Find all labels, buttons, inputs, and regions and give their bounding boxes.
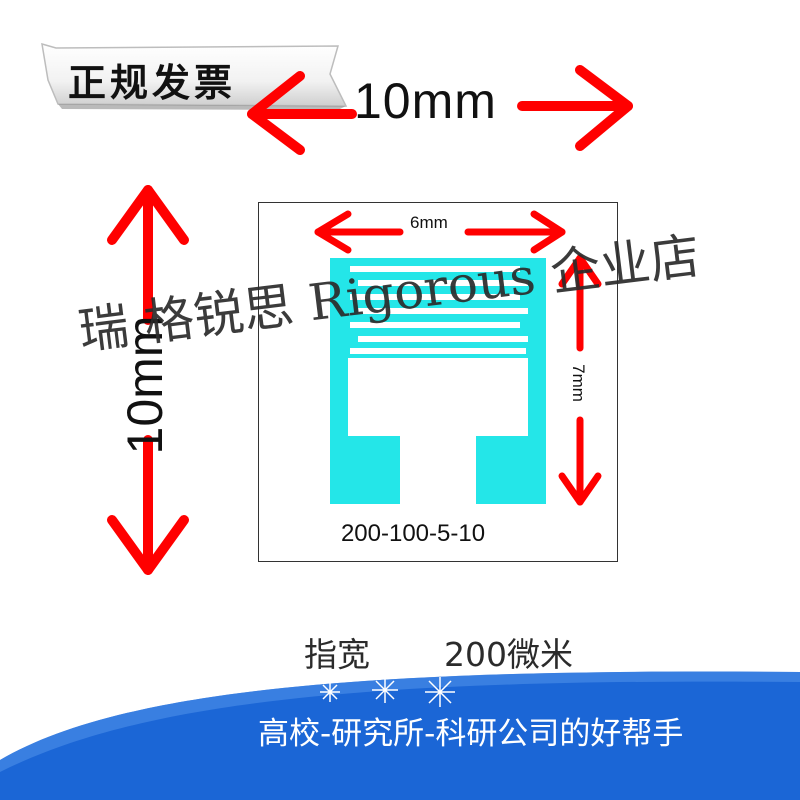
grid-height-arrow xyxy=(558,254,602,506)
slogan-text: 高校-研究所-科研公司的好帮手 xyxy=(258,716,684,752)
finger-width-value: 200微米 xyxy=(444,635,573,674)
slogan-banner xyxy=(0,671,800,800)
finger-width-label: 指宽 xyxy=(304,635,370,674)
invoice-ribbon-text: 正规发票 xyxy=(68,60,237,105)
invoice-ribbon xyxy=(41,42,348,110)
grid-width-label: 6mm xyxy=(410,213,448,232)
width-dimension-arrow xyxy=(247,65,633,155)
height-dimension-arrow xyxy=(107,185,189,575)
gauge-model-code: 200-100-5-10 xyxy=(340,520,486,547)
grid-height-label: 7mm xyxy=(569,364,588,402)
strain-gauge-grid xyxy=(330,258,546,506)
width-dimension-label: 10mm xyxy=(354,73,497,129)
grid-width-arrow xyxy=(314,210,566,254)
